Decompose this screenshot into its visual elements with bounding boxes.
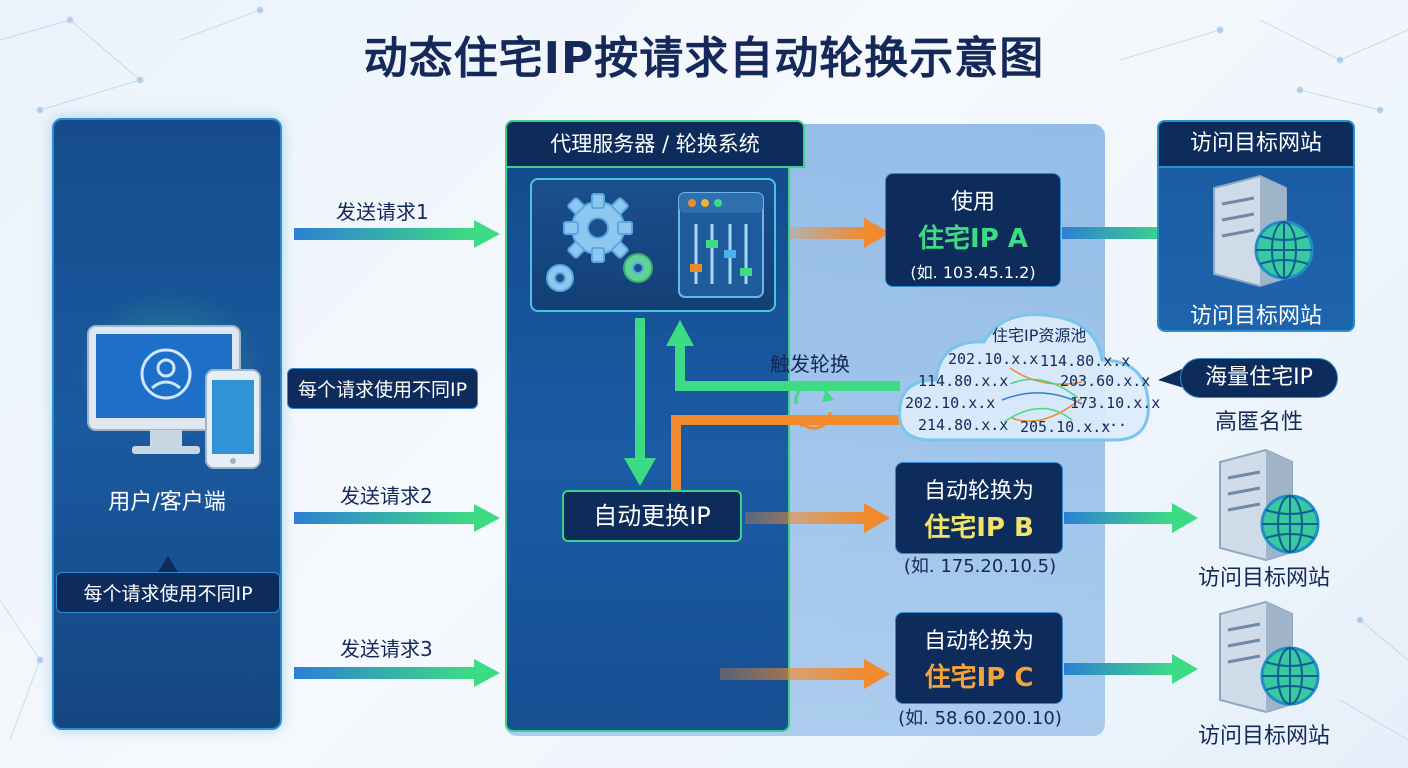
control-panel-icon [678, 192, 764, 298]
client-note: 每个请求使用不同IP [56, 572, 280, 613]
ip-box-c: 自动轮换为 住宅IP C [895, 612, 1063, 704]
ip-a-example: (如. 103.45.1.2) [910, 263, 1036, 282]
server-globe-icon [1213, 174, 1314, 288]
ip-c-example: (如. 58.60.200.10) [898, 708, 1062, 729]
server-globe-icon [1219, 600, 1320, 714]
page-title: 动态住宅IP按请求自动轮换示意图 [363, 33, 1045, 84]
callout-pointer [1158, 368, 1184, 388]
target-site-label-3: 访问目标网站 [1197, 724, 1330, 749]
pool-ip: 173.10.x.x [1070, 394, 1161, 412]
client-note-pointer [158, 556, 178, 572]
rotation-icon [794, 383, 834, 430]
client-devices-icon [75, 290, 265, 469]
ip-pool-title: 住宅IP资源池 [992, 326, 1087, 345]
client-label: 用户/客户端 [108, 490, 226, 515]
ip-c-name: 住宅IP C [924, 663, 1034, 693]
pool-ip: 202.10.x.x [905, 394, 996, 412]
server-globe-icon [1219, 448, 1320, 562]
pool-ip: 114.80.x.x [918, 372, 1009, 390]
ip-b-line1: 自动轮换为 [923, 479, 1034, 504]
pool-ip: ... [1100, 412, 1128, 430]
auto-switch-ip-box: 自动更换IP [562, 490, 742, 542]
proxy-title: 代理服务器 / 轮换系统 [505, 120, 805, 168]
request-label-3: 发送请求3 [340, 637, 433, 661]
ip-box-a: 使用 住宅IP A (如. 103.45.1.2) [885, 173, 1061, 287]
ip-b-name: 住宅IP B [924, 513, 1034, 543]
request-arrow-3 [294, 659, 500, 687]
target-site-label-2: 访问目标网站 [1197, 566, 1330, 591]
pool-ip: 203.60.x.x [1060, 372, 1151, 390]
request-arrow-2 [294, 504, 500, 532]
massive-ip-callout: 海量住宅IP [1180, 358, 1338, 398]
request-arrow-1 [294, 220, 500, 248]
request-label-2: 发送请求2 [340, 484, 433, 508]
target-panel-title: 访问目标网站 [1157, 120, 1355, 168]
target-site-label-1: 访问目标网站 [1189, 304, 1322, 329]
pool-ip: 205.10.x.x [1020, 418, 1111, 436]
request-label-1: 发送请求1 [336, 200, 429, 224]
pool-ip: 214.80.x.x [918, 416, 1009, 434]
ip-a-line1: 使用 [950, 190, 995, 215]
pool-ip: 202.10.x.x [948, 350, 1039, 368]
ip-a-name: 住宅IP A [918, 224, 1028, 254]
ip-box-b: 自动轮换为 住宅IP B [895, 462, 1063, 554]
ip-pool-cloud [898, 312, 1150, 442]
ip-b-example: (如. 175.20.10.5) [903, 556, 1057, 577]
ip-c-line1: 自动轮换为 [923, 629, 1034, 654]
pool-ip: 114.80.x.x [1040, 352, 1131, 370]
trigger-rotation-label: 触发轮换 [770, 352, 850, 376]
anonymity-label: 高匿名性 [1214, 410, 1303, 435]
side-note: 每个请求使用不同IP [287, 368, 479, 409]
gear-icon [546, 193, 653, 292]
